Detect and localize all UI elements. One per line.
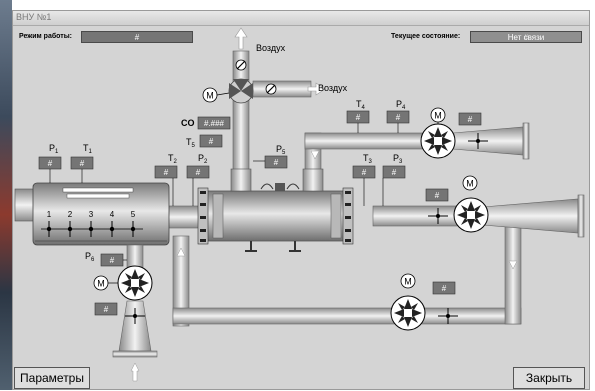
co-value-box	[197, 116, 231, 130]
bottom-fan-value-box	[432, 281, 456, 295]
air-label-top: Воздух	[256, 43, 286, 53]
three-way-valve-top	[233, 79, 249, 91]
burners: 1 2 3 4 5	[41, 210, 143, 237]
t4-label: T4	[356, 99, 366, 111]
bottom-fan-motor-letter: M	[404, 277, 412, 287]
p1-label: P1	[49, 143, 59, 155]
furnace-body	[32, 182, 170, 246]
co-value: #.###	[204, 119, 225, 128]
p2-value-box	[186, 165, 210, 179]
right-outlet-cone	[482, 198, 579, 234]
state-field-value: Нет связи	[507, 33, 545, 42]
bottom-fan-motor-icon	[400, 273, 416, 289]
mode-field: #	[81, 31, 193, 43]
loop-pipe-right	[504, 222, 522, 325]
loop-pipe-bottom	[172, 307, 522, 325]
t5-value: #	[209, 137, 214, 146]
air-right-arrow-icon	[307, 82, 326, 96]
t4-value: #	[356, 113, 361, 122]
bottom-fan-value: #	[442, 284, 447, 293]
process-diagram: Воздух Воздух M CO #.### T5 # P5 #	[14, 27, 585, 382]
p2-value: #	[196, 168, 201, 177]
three-way-valve-left	[229, 83, 241, 99]
co-label: CO	[181, 118, 195, 128]
t5-value-box	[199, 134, 223, 148]
p1-value: #	[48, 159, 53, 168]
valve-motor-letter: M	[206, 91, 214, 101]
t2-value-box	[154, 165, 178, 179]
inlet-valve-value: #	[104, 305, 109, 314]
t3-label: T3	[363, 153, 373, 165]
p5-value-box	[264, 155, 288, 169]
right-fan-motor-letter: M	[466, 179, 474, 189]
t2-value: #	[164, 168, 169, 177]
p3-value: #	[392, 168, 397, 177]
burner-number: 5	[131, 210, 136, 219]
p4-label: P4	[396, 99, 406, 111]
t1-label: T1	[83, 143, 93, 155]
p3-label: P3	[393, 153, 403, 165]
t2-label: T2	[168, 153, 178, 165]
state-label: Текущее состояние:	[391, 33, 461, 40]
burner-number: 2	[68, 210, 73, 219]
p5-value: #	[274, 158, 279, 167]
app-window: ВНУ №1 Режим работы: # Текущее состояние…	[12, 10, 590, 390]
top-lug	[275, 183, 285, 191]
upper-fan-value: #	[468, 115, 473, 124]
inlet-valve-value-box	[94, 302, 118, 316]
burner-number: 3	[89, 210, 94, 219]
p4-value: #	[396, 113, 401, 122]
background-desktop-strip	[0, 0, 12, 390]
air-up-arrow-icon	[234, 27, 248, 50]
p6-label: P6	[85, 251, 95, 263]
state-field: # Нет связи	[470, 31, 582, 43]
right-fan-motor-icon	[462, 175, 478, 191]
p2-label: P2	[198, 153, 208, 165]
state-field-underlay: #	[523, 33, 529, 42]
burner-number: 1	[47, 210, 52, 219]
three-way-valve-right	[241, 83, 253, 99]
right-fan-value: #	[435, 191, 440, 200]
p5-label: P5	[276, 144, 286, 156]
heat-exchanger-body	[200, 190, 352, 242]
loop-pipe-left	[172, 235, 190, 327]
right-fan-value-box	[425, 188, 449, 202]
close-button[interactable]: Закрыть	[513, 367, 585, 389]
t1-value: #	[80, 159, 85, 168]
params-button[interactable]: Параметры	[14, 367, 90, 389]
t5-label: T5	[186, 137, 196, 149]
return-pipe-upper	[304, 132, 424, 150]
upper-fan-value-box	[458, 112, 482, 126]
burner-number: 4	[110, 210, 115, 219]
inlet-arrow-icon	[130, 362, 140, 382]
p3-value-box	[382, 165, 406, 179]
title-bar: ВНУ №1	[13, 11, 589, 26]
t3-value: #	[362, 168, 367, 177]
air-label-right: Воздух	[318, 83, 348, 93]
window-title: ВНУ №1	[16, 12, 52, 22]
mode-label: Режим работы:	[19, 33, 73, 40]
inlet-fan-motor-letter: M	[97, 279, 105, 289]
upper-fan-motor-letter: M	[434, 111, 442, 121]
air-pipe-outlet	[252, 80, 312, 98]
p6-value: #	[110, 256, 115, 265]
